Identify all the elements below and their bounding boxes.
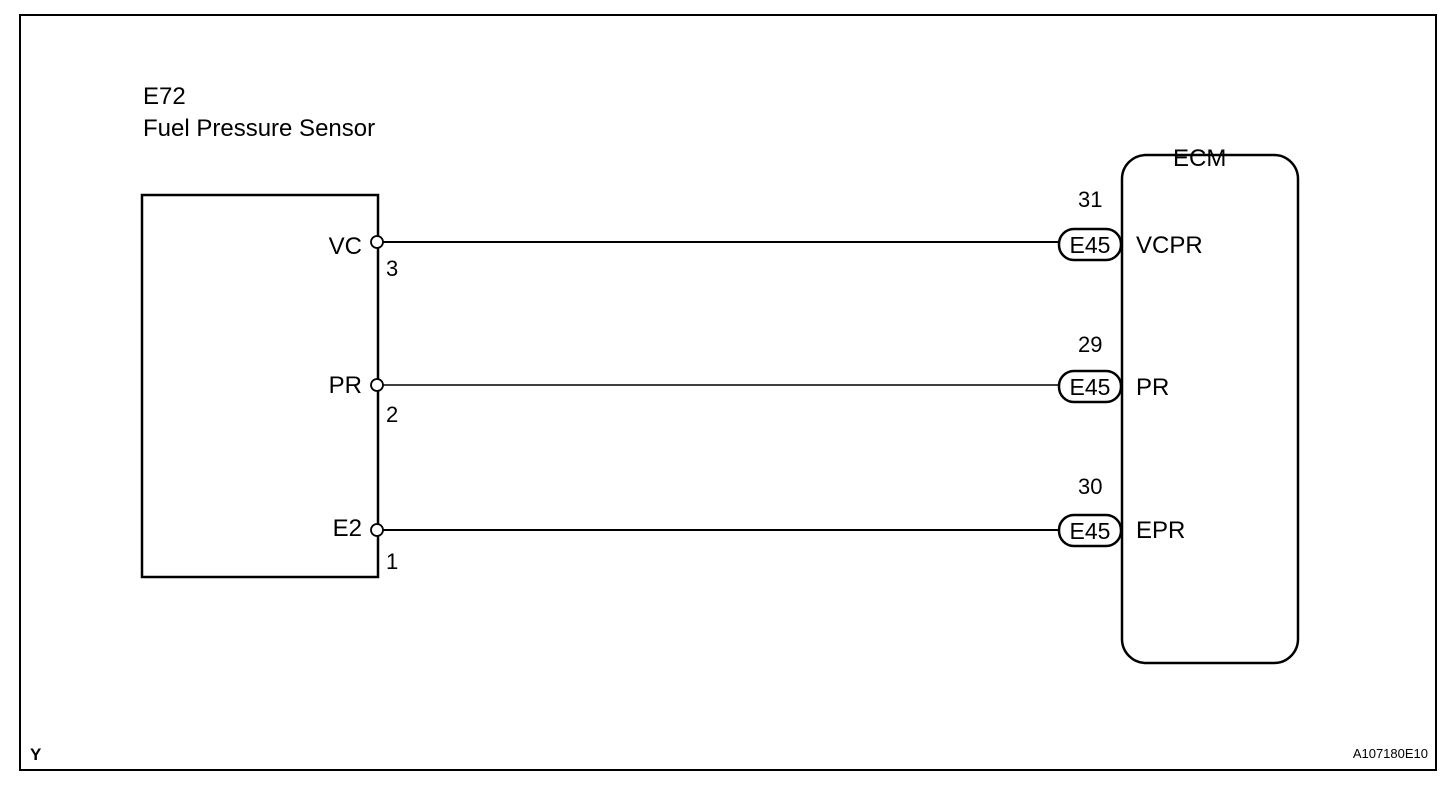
ecm-terminal-label: PR xyxy=(1136,374,1169,401)
corner-label: Y xyxy=(30,745,42,764)
terminal-circle xyxy=(370,235,384,249)
ecm-pin-number: 30 xyxy=(1078,474,1102,499)
connector-shape xyxy=(1057,227,1123,262)
sensor-terminal-label: VC xyxy=(329,233,362,260)
circuit-vc: VC 3 E45 31 VCPR xyxy=(329,187,1203,281)
figure-code: A107180E10 xyxy=(1353,746,1428,761)
circuit-pr: PR 2 E45 29 PR xyxy=(329,332,1170,427)
sensor-terminal-label: PR xyxy=(329,372,362,399)
sensor-name: Fuel Pressure Sensor xyxy=(143,115,375,142)
sensor-pin-number: 1 xyxy=(386,549,398,574)
diagram-frame xyxy=(19,14,1437,771)
connector-label: E45 xyxy=(1070,232,1111,258)
sensor-pin-number: 2 xyxy=(386,402,398,427)
terminal-circle xyxy=(370,378,384,392)
terminal-circle xyxy=(370,523,384,537)
ecm-terminal-label: VCPR xyxy=(1136,232,1203,259)
sensor-code: E72 xyxy=(143,83,186,110)
ecm-box xyxy=(1120,153,1300,665)
ecm-name: ECM xyxy=(1173,145,1226,172)
ecm-terminal-label: EPR xyxy=(1136,517,1185,544)
sensor-pin-number: 3 xyxy=(386,256,398,281)
connector-shape xyxy=(1057,513,1123,548)
ecm-pin-number: 29 xyxy=(1078,332,1102,357)
circuit-e2: E2 1 E45 30 EPR xyxy=(333,474,1186,574)
ecm-pin-number: 31 xyxy=(1078,187,1102,212)
connector-shape xyxy=(1057,369,1123,404)
sensor-terminal-label: E2 xyxy=(333,515,362,542)
connector-label: E45 xyxy=(1070,374,1111,400)
connector-label: E45 xyxy=(1070,518,1111,544)
